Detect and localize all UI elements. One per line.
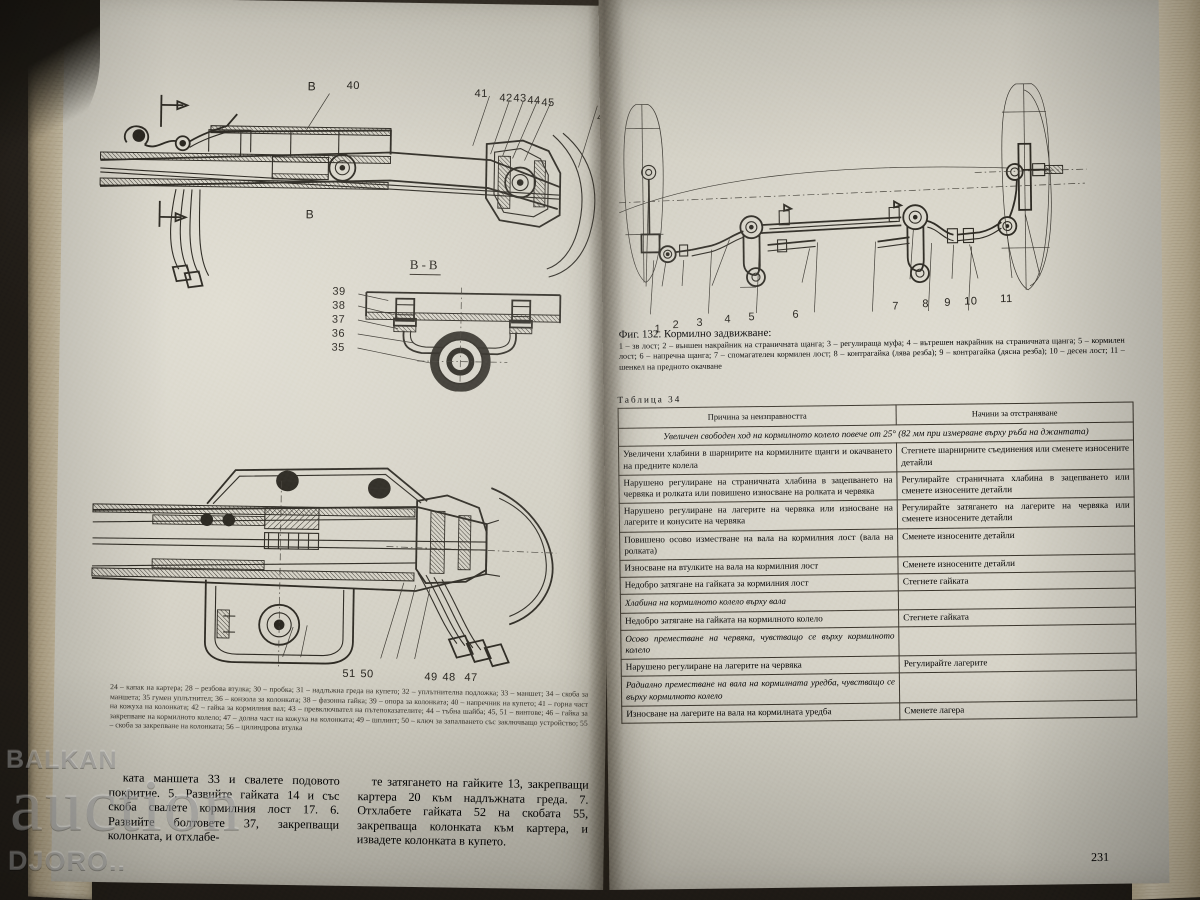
cell-remedy: Регулирайте затягането на лагерите на че… (897, 497, 1135, 529)
table-header-remedy: Начини за отстраняване (896, 402, 1134, 426)
fig132-label-6: 6 (792, 308, 800, 321)
figure-label-41: 41 (474, 87, 488, 101)
cell-remedy-empty (899, 670, 1137, 703)
table-section-title: Осово преместване на червяка, чувстващо … (620, 626, 900, 660)
cell-cause: Нарушено регулиране на лагерите на червя… (619, 500, 898, 532)
page-number: 231 (1090, 849, 1110, 865)
figure-label-B-top: В (307, 79, 317, 94)
figure-label-38: 38 (332, 299, 346, 312)
fig132-label-4: 4 (724, 313, 732, 326)
steering-gear-lower-drawing (91, 467, 557, 668)
fig132-label-10: 10 (964, 295, 978, 308)
figure-label-47: 47 (464, 671, 478, 684)
fig132-label-9: 9 (944, 296, 951, 309)
fig132-label-11: 11 (1000, 292, 1013, 306)
fig132-label-8: 8 (922, 298, 930, 311)
right-page: 1 2 3 4 5 6 7 8 9 10 11 Фиг. 132. Кормил… (598, 0, 1170, 890)
section-view-BB-drawing (357, 287, 562, 392)
figure-label-35: 35 (331, 341, 345, 354)
open-book: В 40 41 42 43 44 45 46 В В-В (28, 0, 1200, 900)
cell-cause: Увеличени хлабини в шарнирите на кормилн… (618, 443, 897, 476)
body-paragraph-1: ката маншета 33 и свалете подовото покри… (107, 770, 340, 845)
figure-label-44: 44 (527, 94, 541, 107)
figure-label-36: 36 (331, 327, 346, 340)
cell-remedy: Стегнете шарнирните съединения или смене… (896, 440, 1134, 472)
fig132-label-5: 5 (748, 311, 756, 324)
cell-remedy-empty (898, 623, 1137, 657)
body-paragraph-2: те затягането на гайките 13, закрепващи … (356, 774, 589, 849)
table-section-title: Радиално преместване на вала на кормилна… (621, 673, 900, 707)
figure-label-37: 37 (331, 313, 346, 326)
figure-label-51: 51 (342, 667, 356, 681)
cell-cause: Износване на лагерите на вала на кормилн… (621, 702, 900, 724)
cell-cause: Нарушено регулиране на страничната хлаби… (618, 471, 898, 504)
cell-cause: Повишено осово изместване на вала на кор… (619, 528, 898, 561)
figure-label-50: 50 (360, 668, 374, 681)
figure-label-45: 45 (541, 96, 555, 110)
fig132-label-7: 7 (892, 300, 900, 313)
figure-label-48: 48 (442, 671, 456, 684)
figure-label-42: 42 (499, 92, 513, 105)
troubleshooting-table: Причина за неизправността Начини за отст… (618, 402, 1138, 724)
figure-label-43: 43 (513, 92, 527, 105)
figure-label-49: 49 (424, 671, 438, 684)
steering-column-upper-drawing (99, 93, 598, 289)
figure-label-40: 40 (346, 79, 360, 93)
figure-label-39: 39 (332, 285, 346, 298)
cell-remedy: Сменете износените детайли (897, 525, 1135, 557)
trouble-table-block: Таблица 34 Причина за неизправността Нач… (617, 389, 1137, 724)
cell-remedy: Сменете лагера (899, 699, 1137, 720)
fig132-block: Фиг. 132. Кормилно задвижване: 1 – зв ло… (619, 324, 1125, 373)
left-figure-caption: 24 – капак на картера; 28 – резбова втул… (109, 682, 589, 733)
steering-linkage-drawing (619, 83, 1087, 315)
fig132-caption: 1 – зв лост; 2 – външен накрайник на стр… (618, 335, 1125, 372)
figure-label-B-bottom: В (305, 207, 315, 222)
cell-remedy: Регулирайте страничната хлабина в зацепв… (896, 468, 1135, 501)
left-page: В 40 41 42 43 44 45 46 В В-В (51, 0, 617, 890)
section-view-title: В-В (409, 256, 441, 276)
left-body-text: ката маншета 33 и свалете подовото покри… (107, 770, 589, 890)
